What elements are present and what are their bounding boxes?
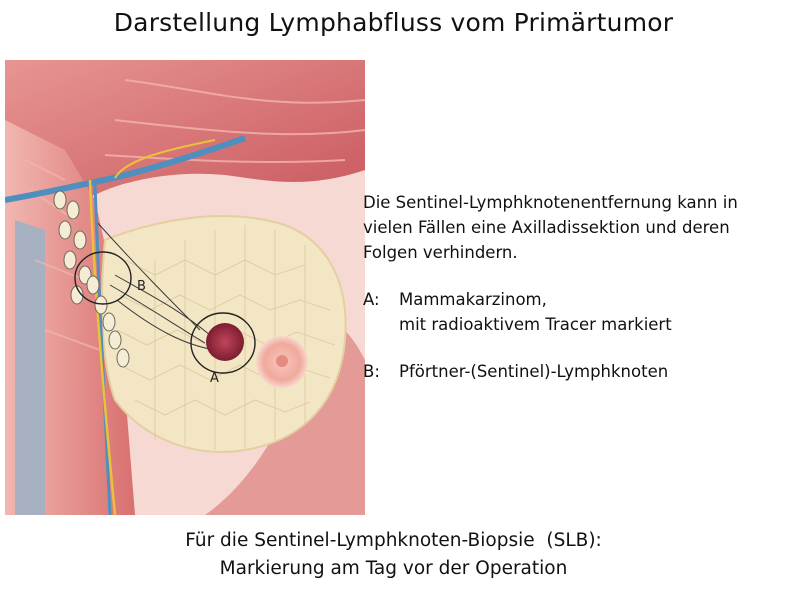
legend-text-a-line2: mit radioaktivem Tracer markiert (399, 315, 672, 334)
marker-label-a: A (210, 371, 219, 386)
intro-line-2: vielen Fällen eine Axilladissektion und … (363, 218, 730, 237)
tumor-marker-circle (190, 312, 256, 374)
footer-caption: Für die Sentinel-Lymphknoten-Biopsie (SL… (0, 527, 787, 583)
legend-item-a-continued: mit radioaktivem Tracer markiert (363, 312, 783, 337)
marker-label-b: B (137, 279, 146, 294)
tumor (206, 323, 244, 361)
legend-text-b-line1: Pförtner-(Sentinel)-Lymphknoten (399, 362, 669, 381)
legend-text-a-line1: Mammakarzinom, (399, 290, 547, 309)
intro-line-1: Die Sentinel-Lymphknotenentfernung kann … (363, 193, 738, 212)
legend-item-b: B: Pförtner-(Sentinel)-Lymphknoten (363, 359, 783, 384)
description-block: Die Sentinel-Lymphknotenentfernung kann … (363, 190, 783, 384)
anatomy-drawing: B A (5, 60, 365, 515)
nerve (88, 179, 117, 515)
footer-line-1: Für die Sentinel-Lymphknoten-Biopsie (SL… (185, 530, 602, 551)
legend-key-a: A: (363, 290, 380, 309)
upper-muscle (5, 60, 365, 210)
breast-lymph-drainage-illustration: B A (5, 60, 365, 515)
intro-line-3: Folgen verhindern. (363, 243, 518, 262)
lymph-vessels (94, 219, 216, 351)
page-title: Darstellung Lymphabfluss vom Primärtumor (113, 8, 674, 37)
sentinel-node-marker-circle (74, 251, 132, 305)
legend-item-a: A: Mammakarzinom, (363, 287, 783, 312)
axillary-vein (5, 135, 246, 203)
legend-key-b: B: (363, 362, 380, 381)
footer-line-2: Markierung am Tag vor der Operation (219, 558, 568, 579)
lymph-node-chain (53, 190, 130, 368)
